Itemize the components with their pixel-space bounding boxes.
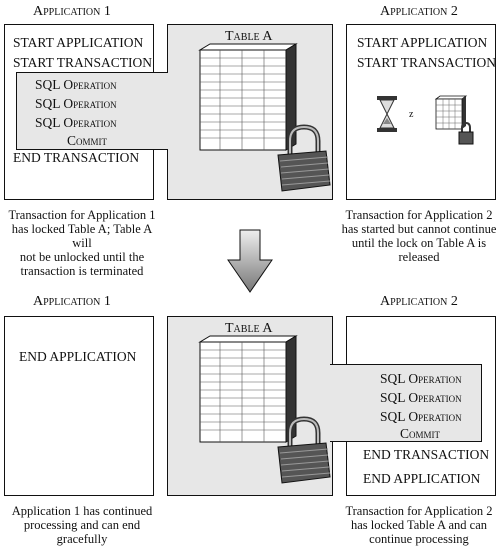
table-a-icon xyxy=(198,335,298,443)
padlock-icon xyxy=(277,124,331,192)
app1-header-top: Application 1 xyxy=(33,4,111,19)
caption-bottom-left: Application 1 has continued processing a… xyxy=(2,504,162,546)
sql-operation-label: SQL Operation xyxy=(35,77,117,92)
end-application-label: END APPLICATION xyxy=(19,349,137,364)
end-application-label: END APPLICATION xyxy=(363,471,481,486)
caption-line: has locked Table A and can xyxy=(350,518,487,532)
caption-line: Application 1 has continued xyxy=(11,504,153,518)
down-arrow-icon xyxy=(227,229,273,293)
hourglass-icon xyxy=(377,96,397,132)
padlock-icon xyxy=(277,416,331,484)
commit-label: Commit xyxy=(67,133,108,148)
app1-box-bottom: END APPLICATION xyxy=(4,316,154,496)
caption-line: processing and can end xyxy=(23,518,141,532)
sql-operation-label: SQL Operation xyxy=(380,390,462,405)
commit-label: Commit xyxy=(400,426,441,441)
caption-line: continue processing xyxy=(369,532,469,546)
caption-line: until the lock on Table A is xyxy=(351,236,487,250)
start-transaction-label: START TRANSACTION xyxy=(357,55,497,70)
sql-operation-label: SQL Operation xyxy=(35,96,117,111)
caption-line: has locked Table A; Table A will xyxy=(11,222,153,250)
app2-box-top: START APPLICATION START TRANSACTION z xyxy=(346,24,496,200)
caption-bottom-right: Transaction for Application 2 has locked… xyxy=(338,504,500,546)
table-a-icon xyxy=(198,43,298,151)
end-transaction-label: END TRANSACTION xyxy=(13,150,140,165)
caption-line: Transaction for Application 1 xyxy=(8,208,156,222)
caption-line: Transaction for Application 2 xyxy=(345,208,493,222)
end-transaction-label: END TRANSACTION xyxy=(363,447,490,462)
caption-line: not be unlocked until the xyxy=(19,250,145,264)
small-padlock-icon xyxy=(458,121,474,145)
app1-header-bottom: Application 1 xyxy=(33,294,111,309)
joint-cover xyxy=(166,73,169,149)
small-table-icon xyxy=(434,95,468,130)
caption-top-right: Transaction for Application 2 has starte… xyxy=(338,208,500,264)
table-a-title-bottom: Table A xyxy=(225,321,273,336)
caption-top-left: Transaction for Application 1 has locked… xyxy=(2,208,162,278)
sql-operation-label: SQL Operation xyxy=(380,409,462,424)
app2-header-top: Application 2 xyxy=(380,4,458,19)
sql-operation-label: SQL Operation xyxy=(380,371,462,386)
caption-line: Transaction for Application 2 xyxy=(345,504,493,518)
app2-sql-operations-block: SQL Operation SQL Operation SQL Operatio… xyxy=(330,364,482,442)
app2-header-bottom: Application 2 xyxy=(380,294,458,309)
table-a-title-top: Table A xyxy=(225,29,273,44)
caption-line: transaction is terminated xyxy=(20,264,144,278)
start-transaction-label: START TRANSACTION xyxy=(13,55,153,70)
joint-cover xyxy=(331,365,348,441)
caption-line: released xyxy=(398,250,440,264)
waiting-z-label: z xyxy=(409,109,414,120)
caption-line: gracefully xyxy=(56,532,108,546)
app1-sql-operations-block: SQL Operation SQL Operation SQL Operatio… xyxy=(16,72,168,150)
sql-operation-label: SQL Operation xyxy=(35,115,117,130)
start-application-label: START APPLICATION xyxy=(13,35,144,50)
caption-line: has started but cannot continue xyxy=(341,222,497,236)
start-application-label: START APPLICATION xyxy=(357,35,488,50)
